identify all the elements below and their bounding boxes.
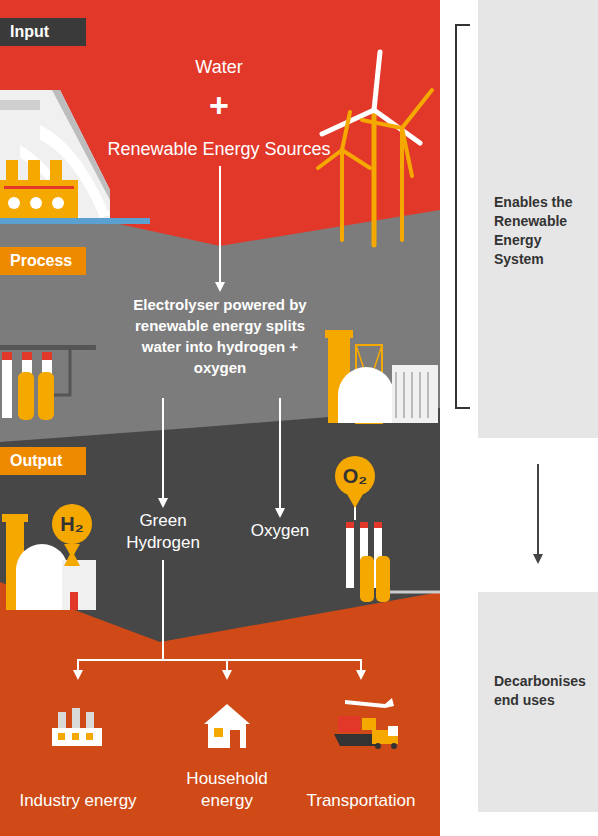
output-text: Oxygen	[240, 520, 320, 542]
end-use: Industry energy	[18, 682, 138, 812]
process-text: Electrolyser powered by renewable energy…	[118, 294, 322, 378]
input-text: Water + Renewable Energy Sources	[104, 56, 334, 160]
flow-arrow	[279, 398, 281, 516]
flow-arrow	[537, 464, 539, 562]
node-text: Green Hydrogen	[116, 510, 210, 554]
electrolyser-plant-left	[0, 345, 96, 420]
node-text: Renewable Energy Sources	[104, 138, 334, 160]
output-text: Green Hydrogen	[116, 510, 210, 554]
flow-arrow	[78, 560, 163, 678]
flow-arrow	[219, 166, 221, 290]
stage-tab: Output	[0, 447, 86, 475]
stage-tab: Process	[0, 247, 86, 275]
node-text: Input	[10, 22, 76, 42]
node-text: Industry energy	[18, 790, 138, 812]
oxygen-plant	[346, 505, 440, 602]
node-text: Decarbonises end uses	[494, 672, 590, 710]
end-use-band	[0, 0, 440, 836]
node-text: Oxygen	[240, 520, 320, 542]
node-text: O₂	[343, 465, 367, 488]
pin-stem	[64, 544, 80, 558]
node-text: Electrolyser powered by renewable energy…	[118, 294, 322, 378]
node-text: Enables the Renewable Energy System	[494, 193, 590, 269]
end-use: Transportation	[296, 682, 426, 812]
industry-icon	[52, 708, 102, 746]
end-use: Household energy	[160, 682, 294, 812]
node-text: H₂	[60, 513, 83, 536]
node-text: Transportation	[296, 790, 426, 812]
side-panel: Enables the Renewable Energy System	[478, 0, 598, 438]
node-text: Water	[104, 56, 334, 78]
node-text: Household energy	[160, 768, 294, 812]
node-text: Output	[10, 451, 76, 471]
transport-icon	[334, 698, 398, 749]
pin-stem	[347, 494, 363, 508]
bracket	[456, 25, 470, 408]
side-panel-ground	[478, 0, 598, 438]
stage-tab: Input	[0, 18, 86, 46]
marker-pin: H₂	[52, 504, 92, 544]
side-panel-ground	[478, 592, 598, 812]
flow-arrow	[162, 398, 164, 506]
node-text: +	[104, 88, 334, 122]
node-text: Process	[10, 251, 76, 271]
marker-pin: O₂	[335, 456, 375, 496]
flow-arrow	[163, 560, 361, 678]
side-panel: Decarbonises end uses	[478, 592, 598, 812]
electrolyser-plant-right	[325, 330, 438, 423]
wind-turbines	[318, 52, 432, 245]
house-icon	[204, 704, 250, 748]
